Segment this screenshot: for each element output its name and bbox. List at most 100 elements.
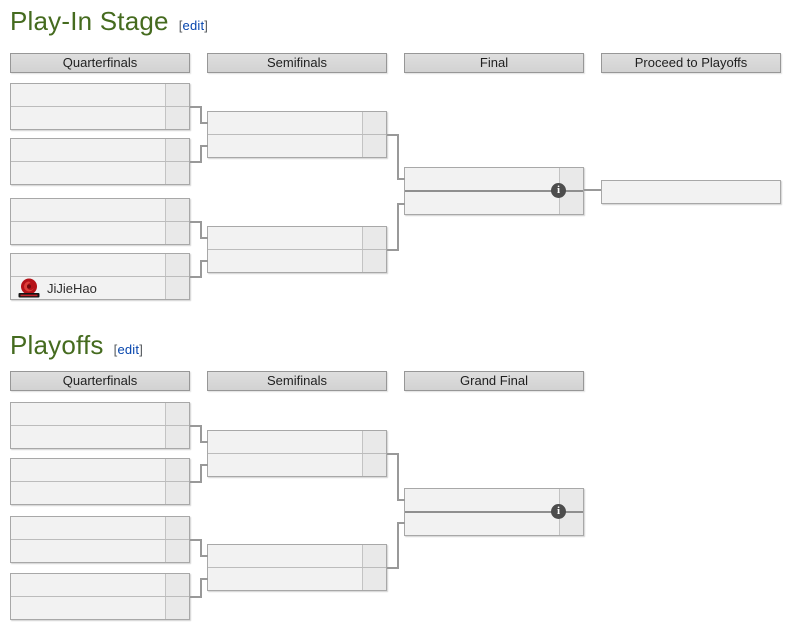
bracket-connector: [190, 260, 202, 278]
playin-qf4-match: JiJieHao: [10, 253, 190, 300]
score-slot: [560, 168, 583, 190]
bracket-connector: [190, 425, 202, 443]
column-header-playin-quarterfinals: Quarterfinals: [10, 53, 190, 73]
team-slot: [11, 162, 166, 184]
score-slot: [166, 540, 189, 562]
info-icon[interactable]: i: [551, 504, 566, 519]
score-slot: [363, 135, 386, 157]
score-slot: [363, 454, 386, 476]
score-slot: [363, 431, 386, 453]
bracket-connector: [387, 453, 399, 501]
playin-final-match: i: [404, 167, 584, 215]
team-slot: [11, 139, 166, 161]
info-icon[interactable]: i: [551, 183, 566, 198]
bracket-connector: [387, 522, 399, 569]
edit-section-playoffs: [edit]: [114, 342, 143, 357]
playin-sf2-match: [207, 226, 387, 273]
playoffs-qf4-match: [10, 573, 190, 620]
playin-qf1-match: [10, 83, 190, 130]
playoffs-title: Playoffs: [10, 330, 104, 360]
bracket-connector: [397, 178, 405, 180]
score-slot: [166, 222, 189, 244]
team-slot: [11, 254, 166, 276]
bracket-connector: [397, 499, 405, 501]
score-slot: [166, 459, 189, 481]
column-header-proceed-to-playoffs: Proceed to Playoffs: [601, 53, 781, 73]
bracket-connector: [397, 203, 405, 205]
score-slot: [363, 112, 386, 134]
score-slot: [560, 192, 583, 214]
team-slot: [405, 192, 560, 214]
section-heading-playin: Play-In Stage [edit]: [10, 6, 208, 37]
team-slot: [11, 517, 166, 539]
bracket-connector: [200, 578, 208, 580]
column-header-playoffs-semifinals: Semifinals: [207, 371, 387, 391]
bracket-connector: [200, 464, 208, 466]
bracket-connector: [190, 106, 202, 124]
playoffs-qf1-match: [10, 402, 190, 449]
edit-link-playoffs[interactable]: edit: [117, 342, 140, 357]
team-slot: [208, 545, 363, 567]
score-slot: [166, 277, 189, 299]
team-slot: [11, 222, 166, 244]
score-slot: [363, 227, 386, 249]
edit-bracket-open: [: [113, 342, 118, 357]
score-slot: [166, 139, 189, 161]
playin-qf2-match: [10, 138, 190, 185]
bracket-connector: [397, 522, 405, 524]
grand-final-match: i: [404, 488, 584, 536]
bracket-connector: [190, 221, 202, 239]
team-slot: [208, 431, 363, 453]
score-slot: [166, 162, 189, 184]
team-slot: [208, 227, 363, 249]
score-slot: [560, 489, 583, 511]
team-slot: [405, 168, 560, 190]
column-header-playin-semifinals: Semifinals: [207, 53, 387, 73]
team-slot: [208, 454, 363, 476]
edit-bracket-close: ]: [139, 342, 144, 357]
bracket-connector: [190, 539, 202, 557]
team-slot: [208, 250, 363, 272]
bracket-connector: [387, 134, 399, 180]
team-slot: [11, 482, 166, 504]
playoffs-sf2-match: [207, 544, 387, 591]
proceed-slot: [601, 180, 781, 204]
playoffs-qf2-match: [10, 458, 190, 505]
playin-sf1-match: [207, 111, 387, 158]
score-slot: [166, 254, 189, 276]
team-slot: [11, 459, 166, 481]
score-slot: [166, 426, 189, 448]
score-slot: [363, 250, 386, 272]
team-slot: [208, 135, 363, 157]
team-slot: [405, 489, 560, 511]
team-slot: [11, 84, 166, 106]
score-slot: [166, 107, 189, 129]
team-slot: [208, 568, 363, 590]
team-slot: [11, 597, 166, 619]
bracket-connector: [200, 237, 208, 239]
edit-section-playin: [edit]: [179, 18, 208, 33]
team-slot: [11, 574, 166, 596]
team-slot: [11, 107, 166, 129]
playin-title: Play-In Stage: [10, 6, 169, 36]
bracket-connector: [190, 145, 202, 163]
score-slot: [166, 403, 189, 425]
edit-link-playin[interactable]: edit: [182, 18, 205, 33]
score-slot: [166, 597, 189, 619]
bracket-connector: [584, 189, 601, 191]
bracket-connector: [200, 260, 208, 262]
team-slot: [405, 513, 560, 535]
jijiehao-logo-icon: [18, 278, 40, 298]
playoffs-sf1-match: [207, 430, 387, 477]
bracket-connector: [190, 578, 202, 598]
bracket-connector: [200, 145, 208, 147]
team-slot: [11, 403, 166, 425]
team-name: JiJieHao: [47, 280, 97, 296]
team-slot-jijiehao[interactable]: JiJieHao: [11, 277, 166, 299]
team-slot: [11, 540, 166, 562]
bracket-connector: [200, 555, 208, 557]
score-slot: [363, 568, 386, 590]
edit-bracket-open: [: [178, 18, 183, 33]
column-header-grand-final: Grand Final: [404, 371, 584, 391]
bracket-connector: [387, 203, 399, 251]
